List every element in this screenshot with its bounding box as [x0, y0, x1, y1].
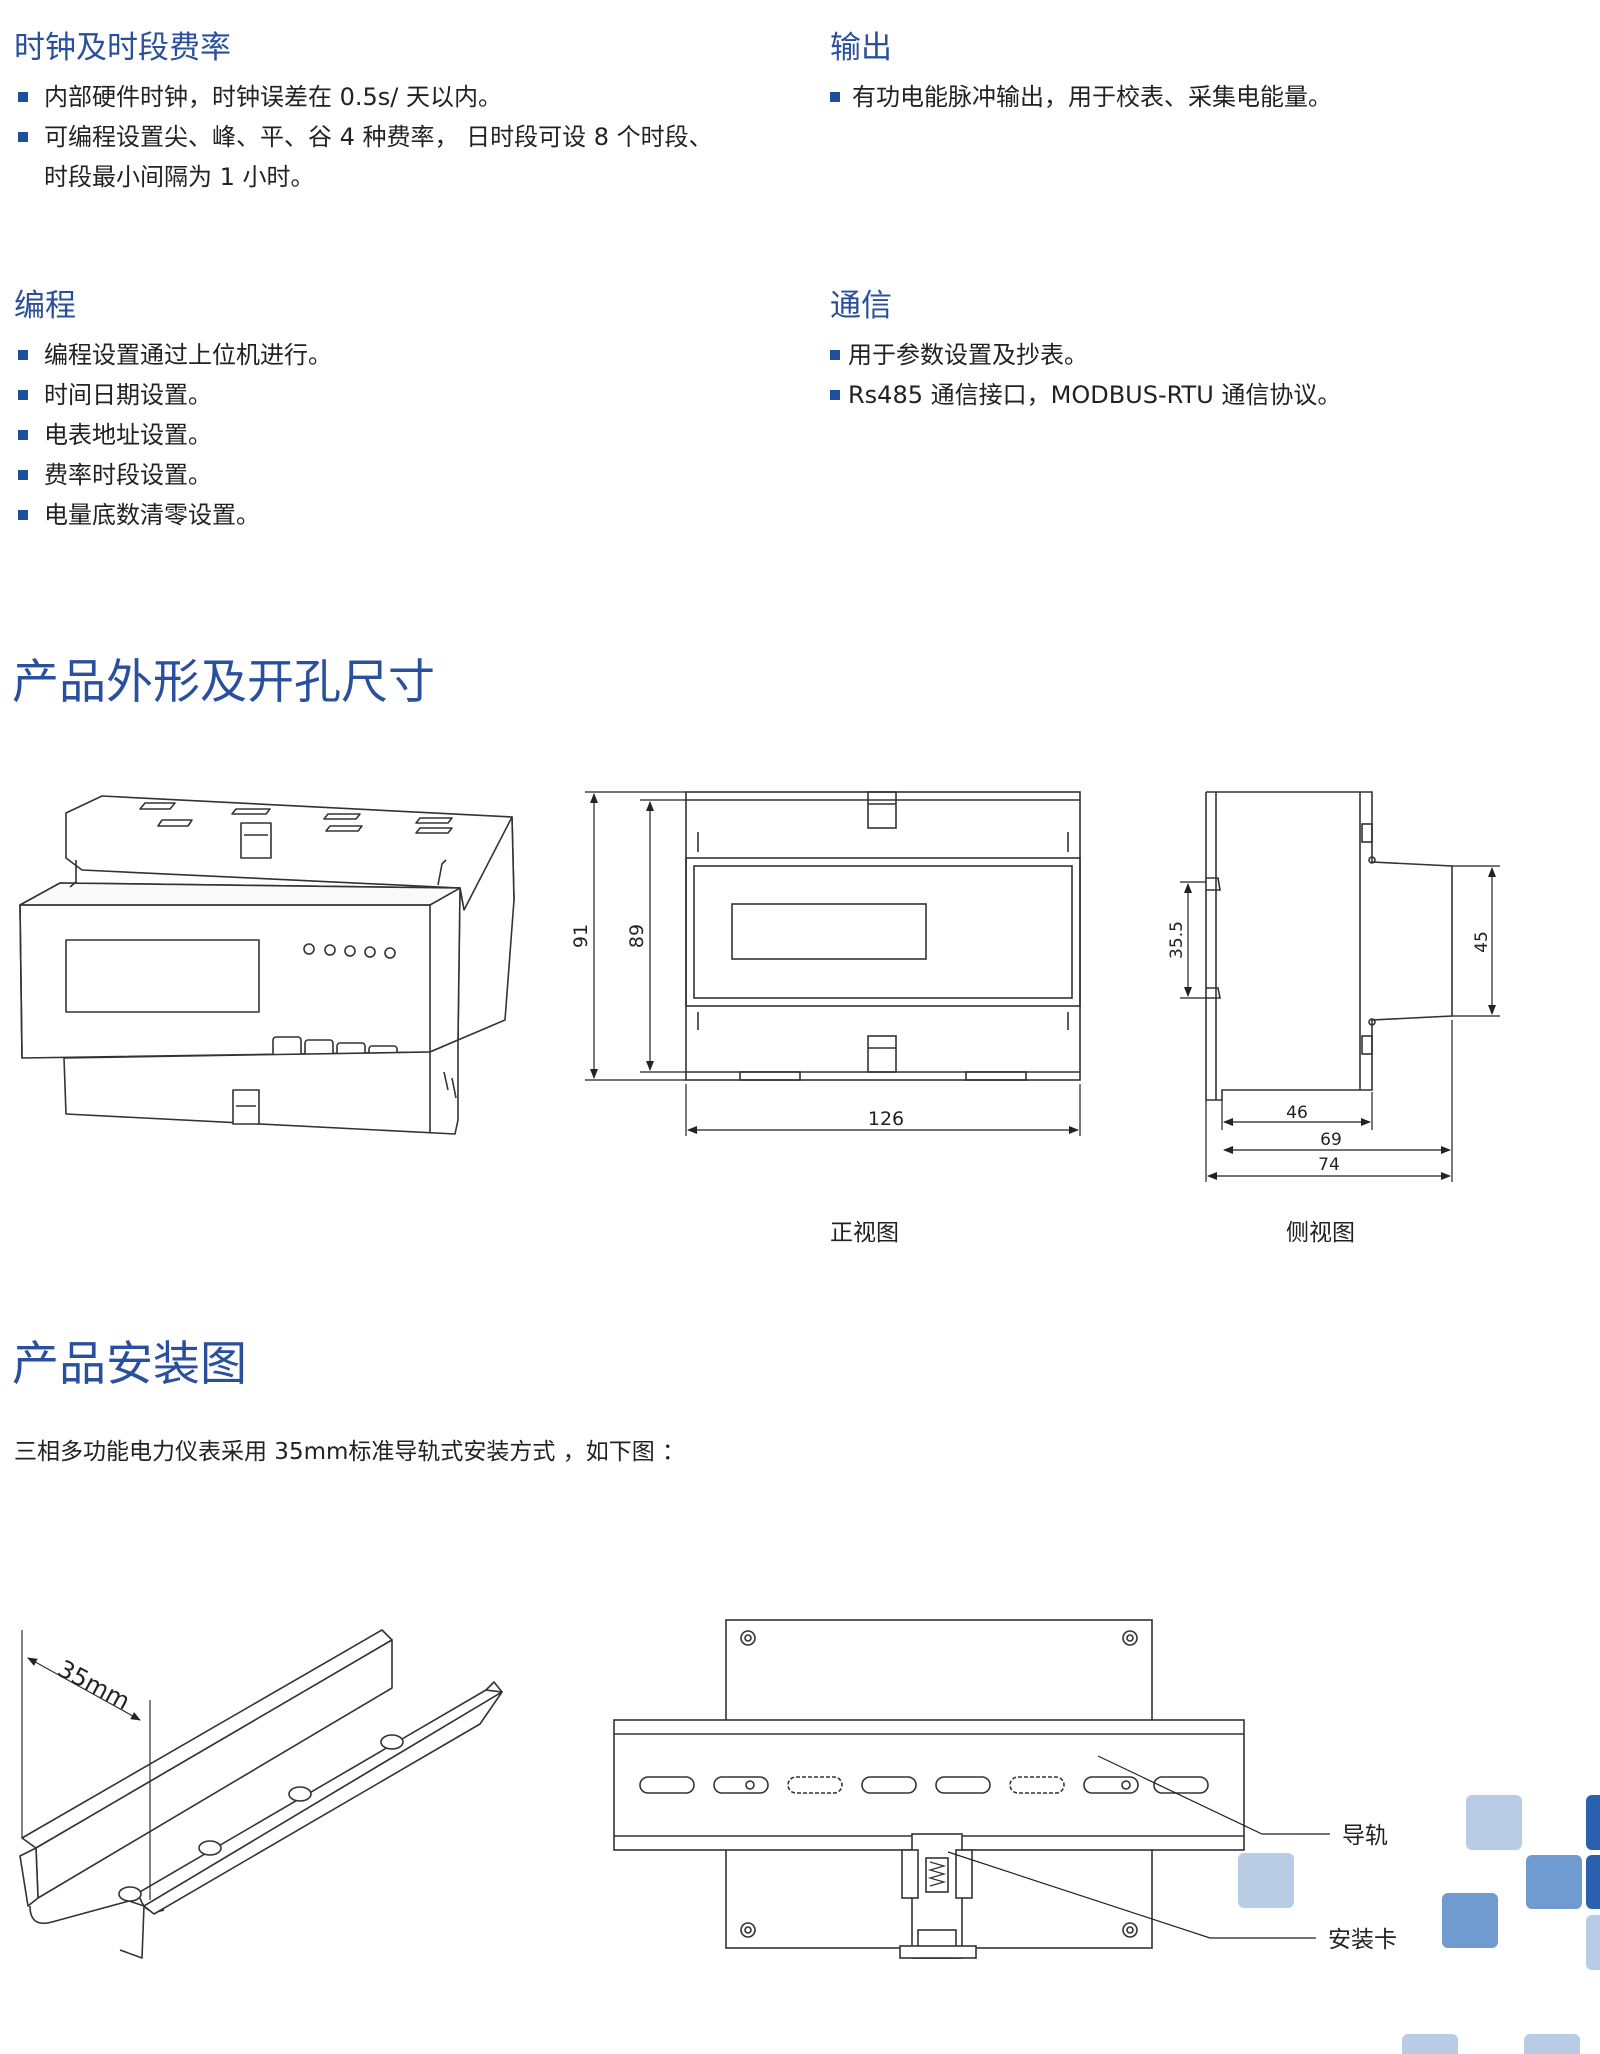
dimensions-heading: 产品外形及开孔尺寸: [12, 655, 435, 710]
bullet-square-icon: [18, 430, 28, 440]
callout-clip: 安装卡: [1328, 1927, 1397, 1953]
mounting-front-view: [613, 1619, 1245, 1959]
din-rail-3d: [19, 1629, 503, 1959]
list-item: 有功电能脉冲输出，用于校表、采集电能量。: [826, 77, 1332, 117]
front-view-dimensions: [585, 791, 1081, 1136]
bullet-square-icon: [830, 92, 840, 102]
clock-list: 内部硬件时钟，时钟误差在 0.5s/ 天以内。 可编程设置尖、峰、平、谷 4 种…: [14, 77, 713, 197]
front-view-caption: 正视图: [830, 1220, 899, 1246]
callout-lines: [947, 1755, 1330, 1939]
list-item: 用于参数设置及抄表。: [826, 335, 1341, 375]
bullet-square-icon: [18, 132, 28, 142]
dim-side-depth-b: 69: [1320, 1130, 1342, 1150]
output-heading: 输出: [830, 30, 892, 66]
bullet-square-icon: [18, 350, 28, 360]
dim-front-height-outer: 91: [570, 924, 592, 948]
install-intro: 三相多功能电力仪表采用 35mm标准导轨式安装方式 ，如下图 ：: [14, 1439, 686, 1465]
programming-list: 编程设置通过上位机进行。 时间日期设置。 电表地址设置。 费率时段设置。 电量底…: [14, 335, 332, 535]
side-view-drawing: [1205, 791, 1453, 1101]
list-item: 可编程设置尖、峰、平、谷 4 种费率， 日时段可设 8 个时段、: [14, 117, 713, 157]
install-heading: 产品安装图: [12, 1337, 247, 1392]
list-item: 电量底数清零设置。: [14, 495, 332, 535]
bullet-square-icon: [18, 390, 28, 400]
bullet-square-icon: [830, 390, 840, 400]
meter-3d-view: [19, 795, 515, 1135]
bullet-square-icon: [18, 92, 28, 102]
dim-side-rail: 35.5: [1167, 921, 1187, 959]
bullet-square-icon: [18, 470, 28, 480]
callout-rail: 导轨: [1342, 1823, 1388, 1849]
dim-side-height: 45: [1472, 931, 1492, 953]
bullet-square-icon: [18, 510, 28, 520]
dim-side-depth-a: 46: [1286, 1103, 1308, 1123]
dim-front-width: 126: [868, 1108, 904, 1130]
dim-front-height-inner: 89: [626, 924, 648, 948]
list-item: 编程设置通过上位机进行。: [14, 335, 332, 375]
dim-side-depth-c: 74: [1318, 1155, 1340, 1175]
comm-list: 用于参数设置及抄表。 Rs485 通信接口，MODBUS-RTU 通信协议。: [826, 335, 1341, 415]
list-item: 电表地址设置。: [14, 415, 332, 455]
side-view-caption: 侧视图: [1286, 1220, 1355, 1246]
list-item: 费率时段设置。: [14, 455, 332, 495]
list-item: 时段最小间隔为 1 小时。: [44, 163, 315, 191]
side-view-dimensions: [1180, 865, 1500, 1182]
list-item: 内部硬件时钟，时钟误差在 0.5s/ 天以内。: [14, 77, 713, 117]
list-item: Rs485 通信接口，MODBUS-RTU 通信协议。: [826, 375, 1341, 415]
list-item: 时间日期设置。: [14, 375, 332, 415]
comm-heading: 通信: [830, 288, 892, 324]
programming-heading: 编程: [14, 288, 76, 324]
rail-width-label: 35mm: [53, 1655, 134, 1716]
output-list: 有功电能脉冲输出，用于校表、采集电能量。: [826, 77, 1332, 117]
front-view-drawing: [685, 791, 1081, 1081]
bullet-square-icon: [830, 350, 840, 360]
decorative-squares: [1238, 1795, 1600, 2054]
clock-heading: 时钟及时段费率: [14, 30, 231, 66]
